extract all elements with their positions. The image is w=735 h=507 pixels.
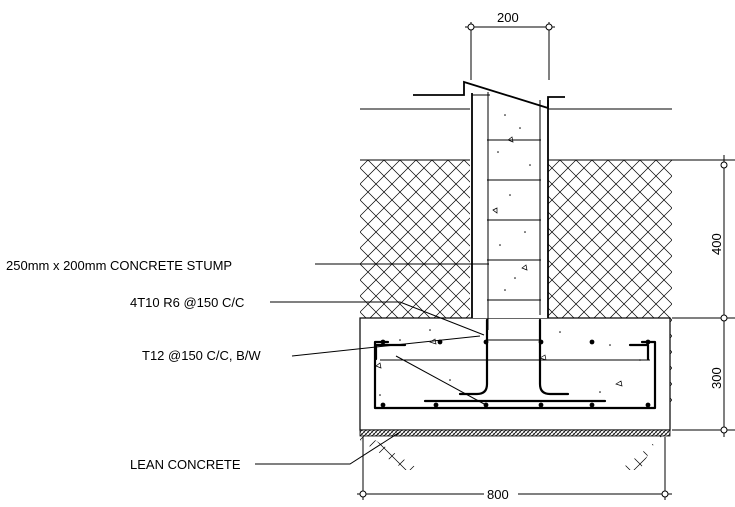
soil-hatch	[360, 160, 672, 470]
dimension-top	[465, 22, 555, 80]
footing-reinforcement	[373, 318, 657, 410]
stump-stirrups	[487, 139, 541, 341]
dimension-right	[672, 155, 735, 437]
dimension-upper-value: 400	[709, 233, 724, 255]
break-symbol	[413, 80, 565, 110]
concrete-stump	[472, 93, 548, 318]
lean-concrete-layer	[359, 429, 671, 437]
stump-label: 250mm x 200mm CONCRETE STUMP	[6, 258, 232, 273]
footing-bars-label: T12 @150 C/C, B/W	[142, 348, 261, 363]
lean-concrete-label: LEAN CONCRETE	[130, 457, 241, 472]
stump-bars-label: 4T10 R6 @150 C/C	[130, 295, 244, 310]
dimension-lower-value: 300	[709, 367, 724, 389]
dimension-bottom-value: 800	[487, 487, 509, 502]
footing-pad	[359, 317, 671, 431]
dimension-top-value: 200	[497, 10, 519, 25]
leader-lines	[255, 263, 489, 465]
